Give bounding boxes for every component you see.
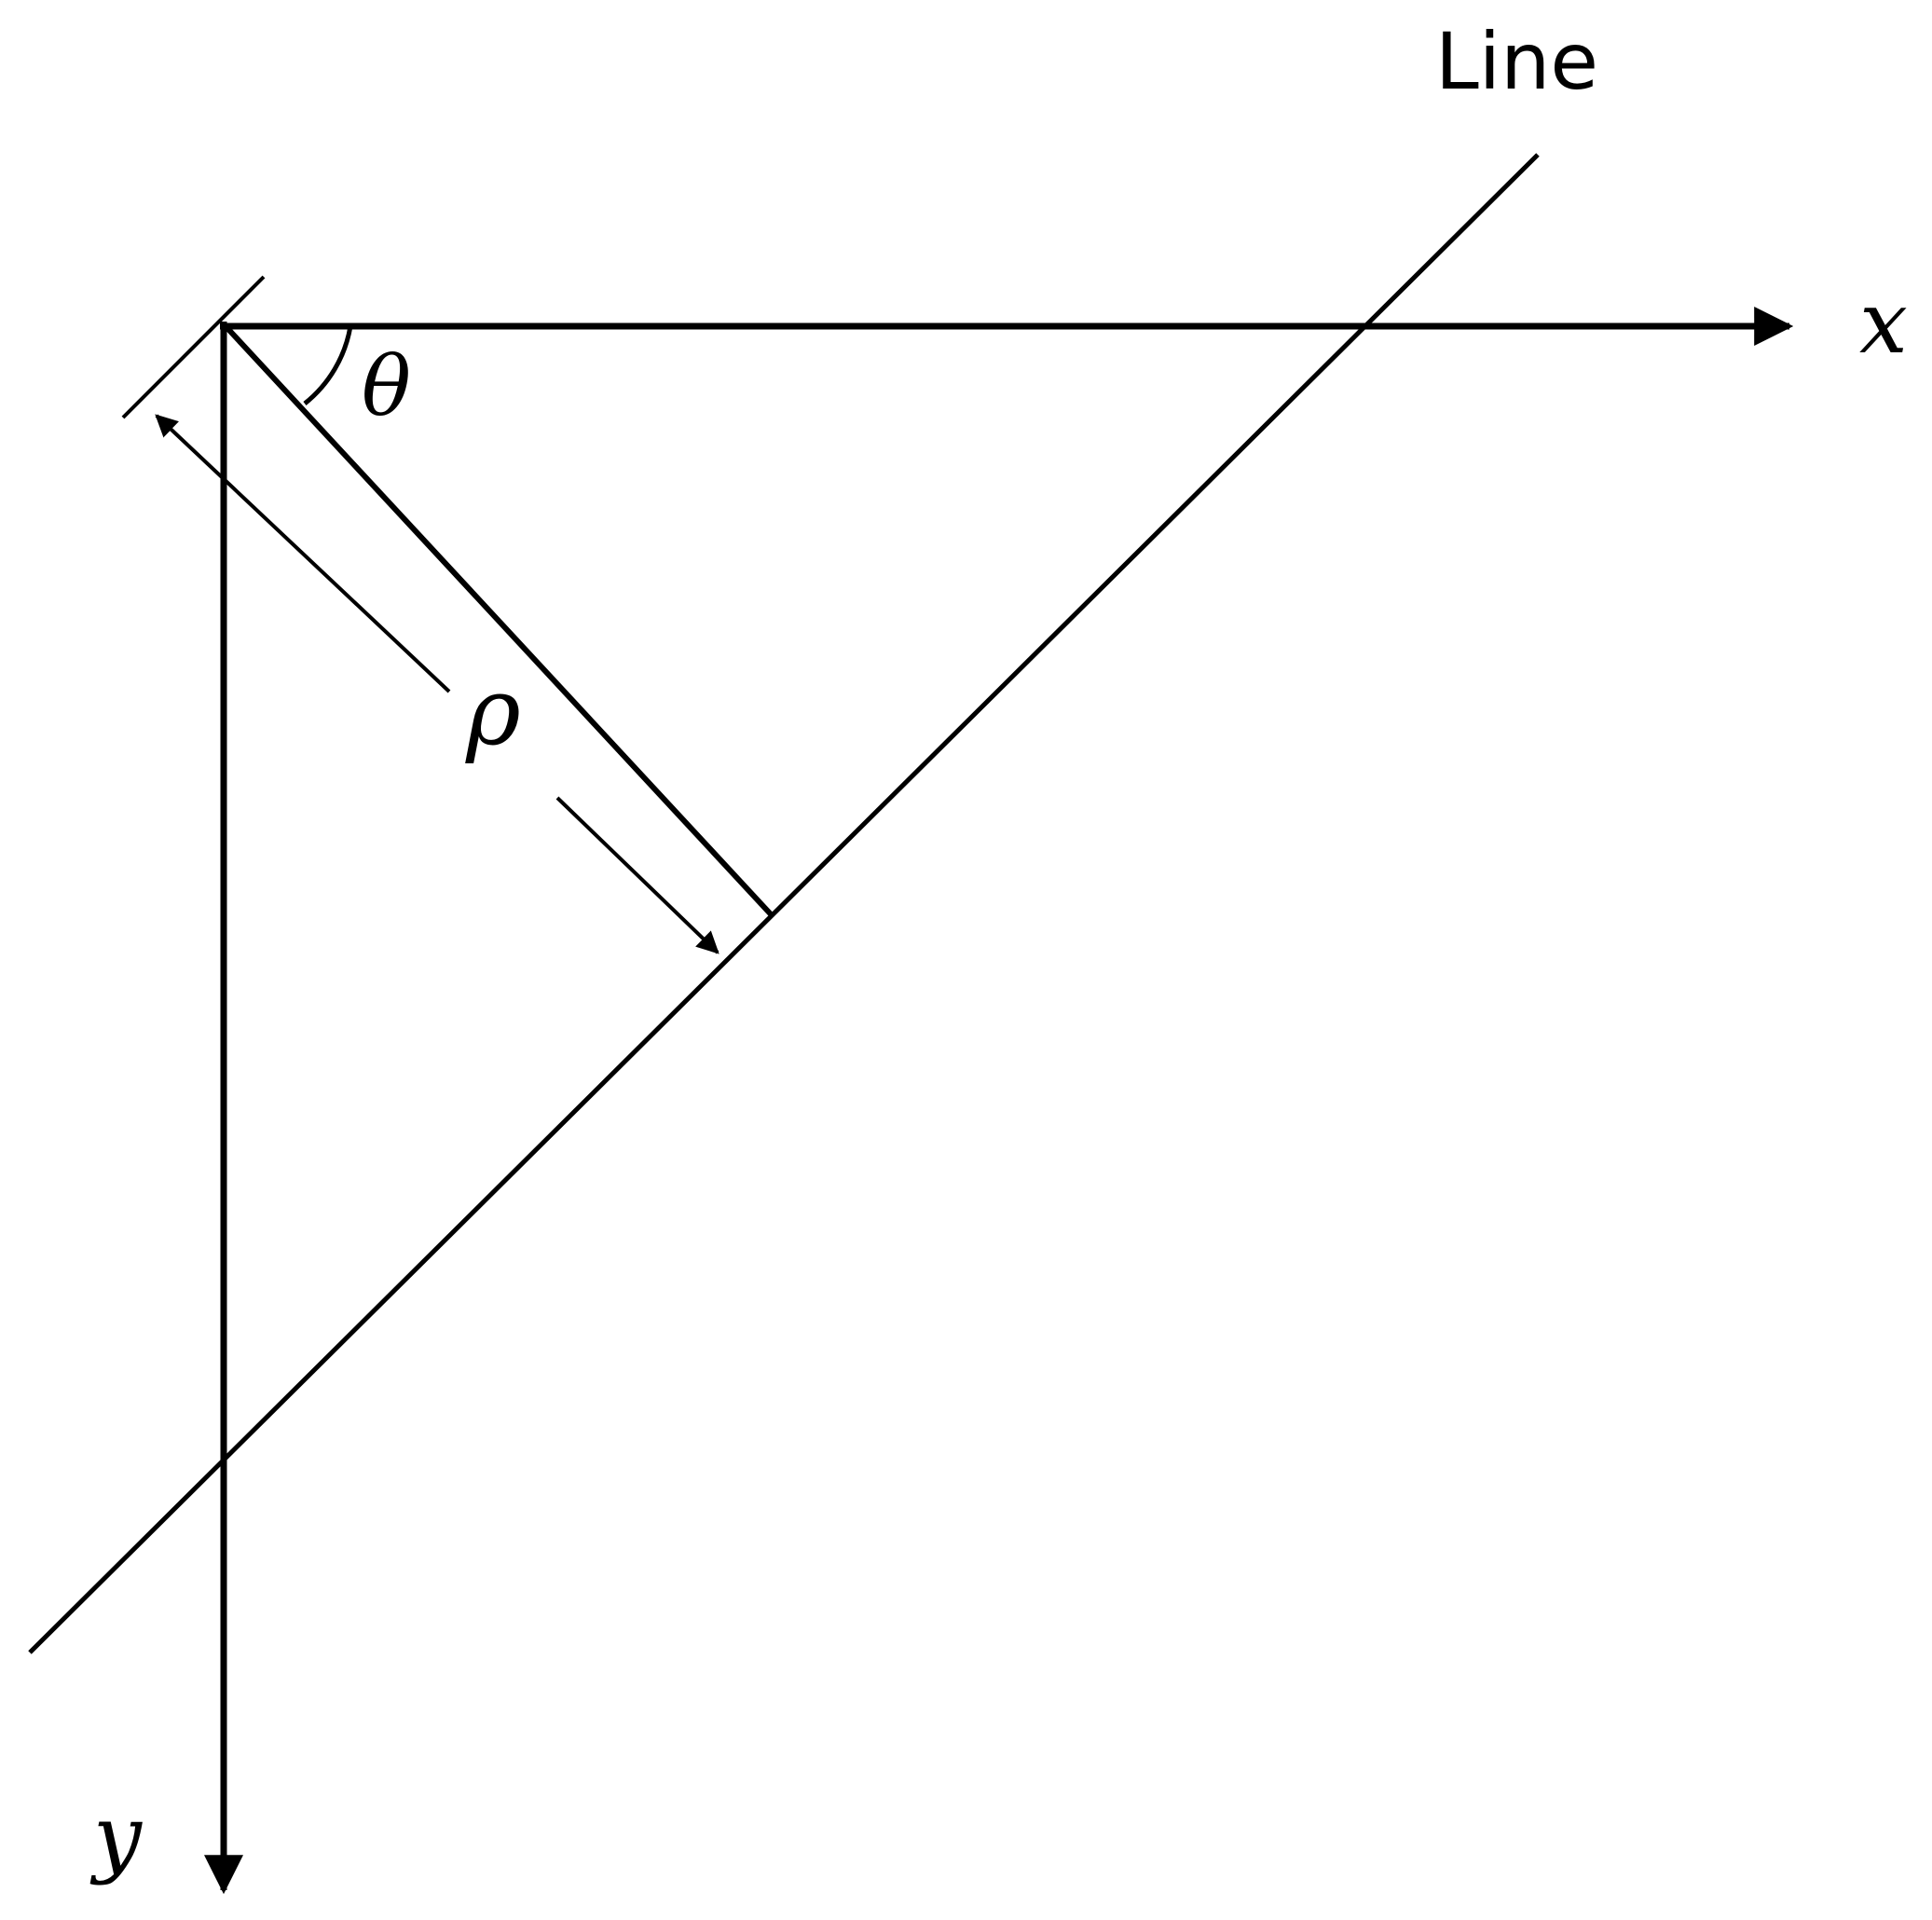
origin-tick [121, 275, 266, 419]
x-axis-label: x [1859, 273, 1908, 373]
theta-label: θ [362, 338, 411, 434]
normal-segment [223, 323, 774, 918]
line-label: Line [1435, 16, 1598, 107]
rho-arrow-lower [555, 796, 719, 954]
rho-label: ρ [465, 657, 521, 766]
theta-arc [303, 325, 353, 405]
oblique-line [28, 153, 1540, 1654]
rho-arrow-upper [155, 414, 451, 693]
y-axis-label: y [89, 1787, 143, 1886]
